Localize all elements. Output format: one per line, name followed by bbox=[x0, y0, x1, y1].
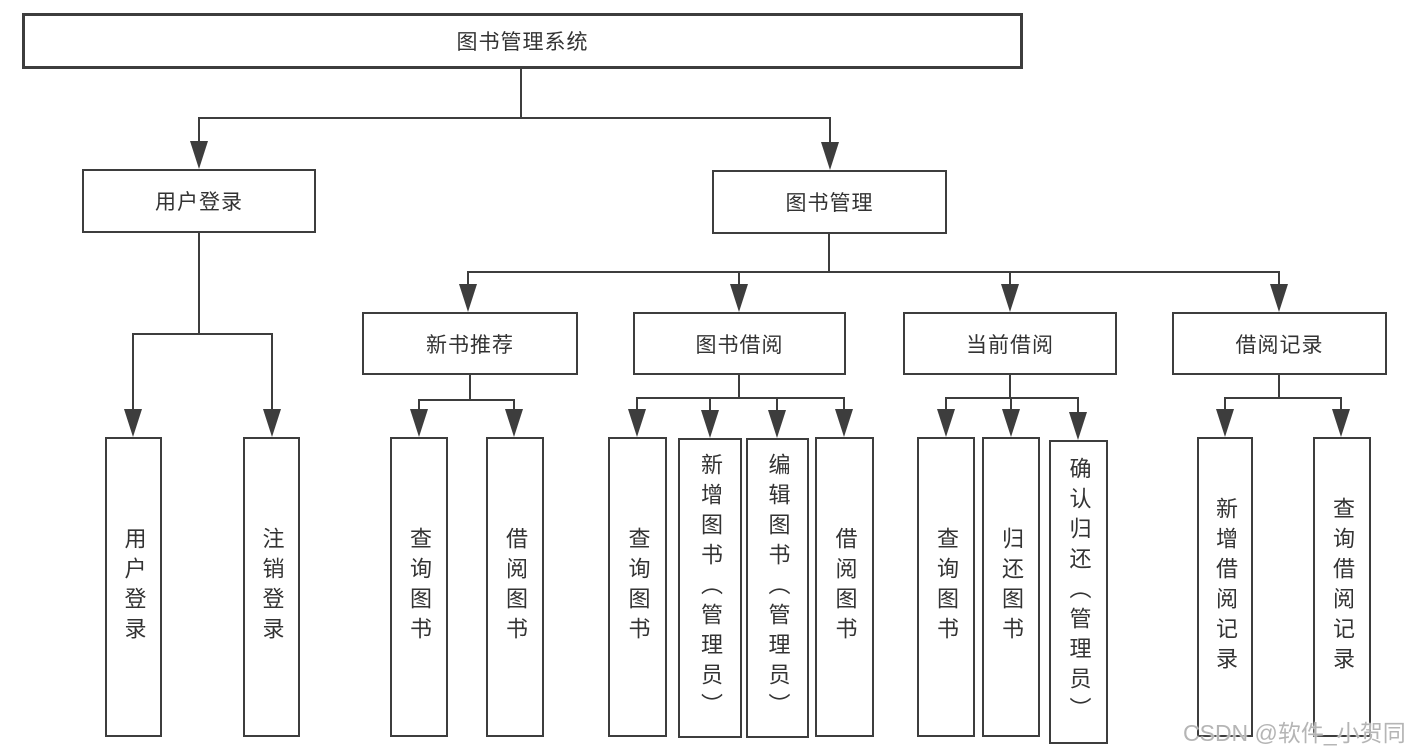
connector-line bbox=[418, 399, 420, 413]
leaf-label: 注销登录 bbox=[259, 527, 285, 647]
node-new-book-recommend: 新书推荐 bbox=[362, 312, 578, 375]
node-label: 图书管理 bbox=[785, 192, 874, 215]
leaf-label: 归还图书 bbox=[999, 527, 1024, 647]
connector-line bbox=[1224, 397, 1342, 399]
connector-arrowhead-icon bbox=[701, 410, 719, 438]
connector-arrowhead-icon bbox=[410, 409, 428, 437]
connector-line bbox=[513, 399, 515, 413]
connector-arrowhead-icon bbox=[1002, 409, 1020, 437]
connector-arrowhead-icon bbox=[1332, 409, 1350, 437]
leaf-borrowing-add-books-admin: 新增图书（管理员） bbox=[678, 438, 742, 738]
leaf-logout: 注销登录 bbox=[243, 437, 300, 737]
leaf-label: 查询图书 bbox=[407, 527, 432, 647]
connector-arrowhead-icon bbox=[768, 410, 786, 438]
leaf-records-query-record: 查询借阅记录 bbox=[1313, 437, 1371, 737]
connector-line bbox=[1077, 397, 1079, 413]
node-book-management: 图书管理 bbox=[712, 170, 947, 234]
csdn-watermark: CSDN @软件_小贺同学 bbox=[1183, 720, 1405, 746]
node-current-borrowing: 当前借阅 bbox=[903, 312, 1117, 375]
leaf-label: 查询借阅记录 bbox=[1330, 497, 1355, 677]
leaf-newbook-borrow-books: 借阅图书 bbox=[486, 437, 544, 737]
connector-line bbox=[1009, 271, 1011, 287]
connector-arrowhead-icon bbox=[459, 284, 477, 312]
connector-arrowhead-icon bbox=[1216, 409, 1234, 437]
connector-line bbox=[636, 397, 845, 399]
node-label: 图书借阅 bbox=[695, 333, 784, 357]
leaf-label: 新增图书（管理员） bbox=[698, 453, 723, 723]
connector-line bbox=[828, 233, 830, 273]
connector-arrowhead-icon bbox=[835, 409, 853, 437]
leaf-current-confirm-return-admin: 确认归还（管理员） bbox=[1049, 440, 1108, 744]
leaf-label: 查询图书 bbox=[934, 527, 959, 647]
node-label: 新书推荐 bbox=[426, 333, 514, 357]
node-label: 当前借阅 bbox=[966, 333, 1054, 357]
leaf-borrowing-edit-books-admin: 编辑图书（管理员） bbox=[746, 438, 809, 738]
leaf-borrowing-borrow-books: 借阅图书 bbox=[815, 437, 874, 737]
connector-line bbox=[636, 397, 638, 411]
leaf-label: 确认归还（管理员） bbox=[1066, 457, 1092, 727]
connector-line bbox=[738, 375, 740, 399]
connector-line bbox=[520, 69, 522, 118]
connector-line bbox=[198, 117, 831, 119]
connector-line bbox=[198, 117, 200, 147]
connector-arrowhead-icon bbox=[937, 409, 955, 437]
connector-line bbox=[1278, 271, 1280, 287]
connector-line bbox=[198, 232, 200, 335]
connector-line bbox=[1224, 397, 1226, 411]
connector-arrowhead-icon bbox=[190, 141, 208, 169]
connector-line bbox=[418, 399, 515, 401]
connector-arrowhead-icon bbox=[1069, 412, 1087, 440]
connector-line bbox=[1278, 375, 1280, 399]
connector-line bbox=[1010, 397, 1012, 411]
node-label: 借阅记录 bbox=[1235, 333, 1324, 357]
connector-line bbox=[469, 375, 471, 401]
leaf-label: 查询图书 bbox=[625, 527, 651, 647]
leaf-label: 编辑图书（管理员） bbox=[765, 453, 791, 723]
node-root-label: 图书管理系统 bbox=[456, 31, 589, 54]
connector-line bbox=[945, 397, 947, 411]
connector-arrowhead-icon bbox=[628, 409, 646, 437]
leaf-label: 借阅图书 bbox=[503, 527, 528, 647]
connector-line bbox=[738, 271, 740, 287]
connector-arrowhead-icon bbox=[1001, 284, 1019, 312]
connector-line bbox=[467, 271, 1280, 273]
connector-line bbox=[271, 333, 273, 413]
leaf-label: 用户登录 bbox=[121, 527, 147, 647]
connector-arrowhead-icon bbox=[730, 284, 748, 312]
leaf-newbook-query-books: 查询图书 bbox=[390, 437, 448, 737]
connector-line bbox=[709, 397, 711, 411]
leaf-borrowing-query-books: 查询图书 bbox=[608, 437, 667, 737]
connector-line bbox=[1009, 375, 1011, 399]
leaf-label: 借阅图书 bbox=[832, 527, 858, 647]
node-label: 用户登录 bbox=[155, 191, 243, 214]
connector-line bbox=[132, 333, 273, 335]
leaf-user-login: 用户登录 bbox=[105, 437, 162, 737]
node-borrow-records: 借阅记录 bbox=[1172, 312, 1387, 375]
connector-arrowhead-icon bbox=[821, 142, 839, 170]
connector-line bbox=[843, 397, 845, 411]
connector-line bbox=[945, 397, 1079, 399]
connector-arrowhead-icon bbox=[263, 409, 281, 437]
node-root-system: 图书管理系统 bbox=[22, 13, 1023, 69]
leaf-label: 新增借阅记录 bbox=[1213, 497, 1238, 677]
connector-line bbox=[132, 333, 134, 413]
node-user-login: 用户登录 bbox=[82, 169, 316, 233]
connector-line bbox=[1340, 397, 1342, 411]
connector-line bbox=[467, 271, 469, 287]
connector-arrowhead-icon bbox=[505, 409, 523, 437]
connector-line bbox=[776, 397, 778, 411]
leaf-records-add-record: 新增借阅记录 bbox=[1197, 437, 1253, 737]
connector-arrowhead-icon bbox=[124, 409, 142, 437]
leaf-current-return-books: 归还图书 bbox=[982, 437, 1040, 737]
connector-line bbox=[829, 117, 831, 147]
connector-arrowhead-icon bbox=[1270, 284, 1288, 312]
node-book-borrowing: 图书借阅 bbox=[633, 312, 846, 375]
leaf-current-query-books: 查询图书 bbox=[917, 437, 975, 737]
